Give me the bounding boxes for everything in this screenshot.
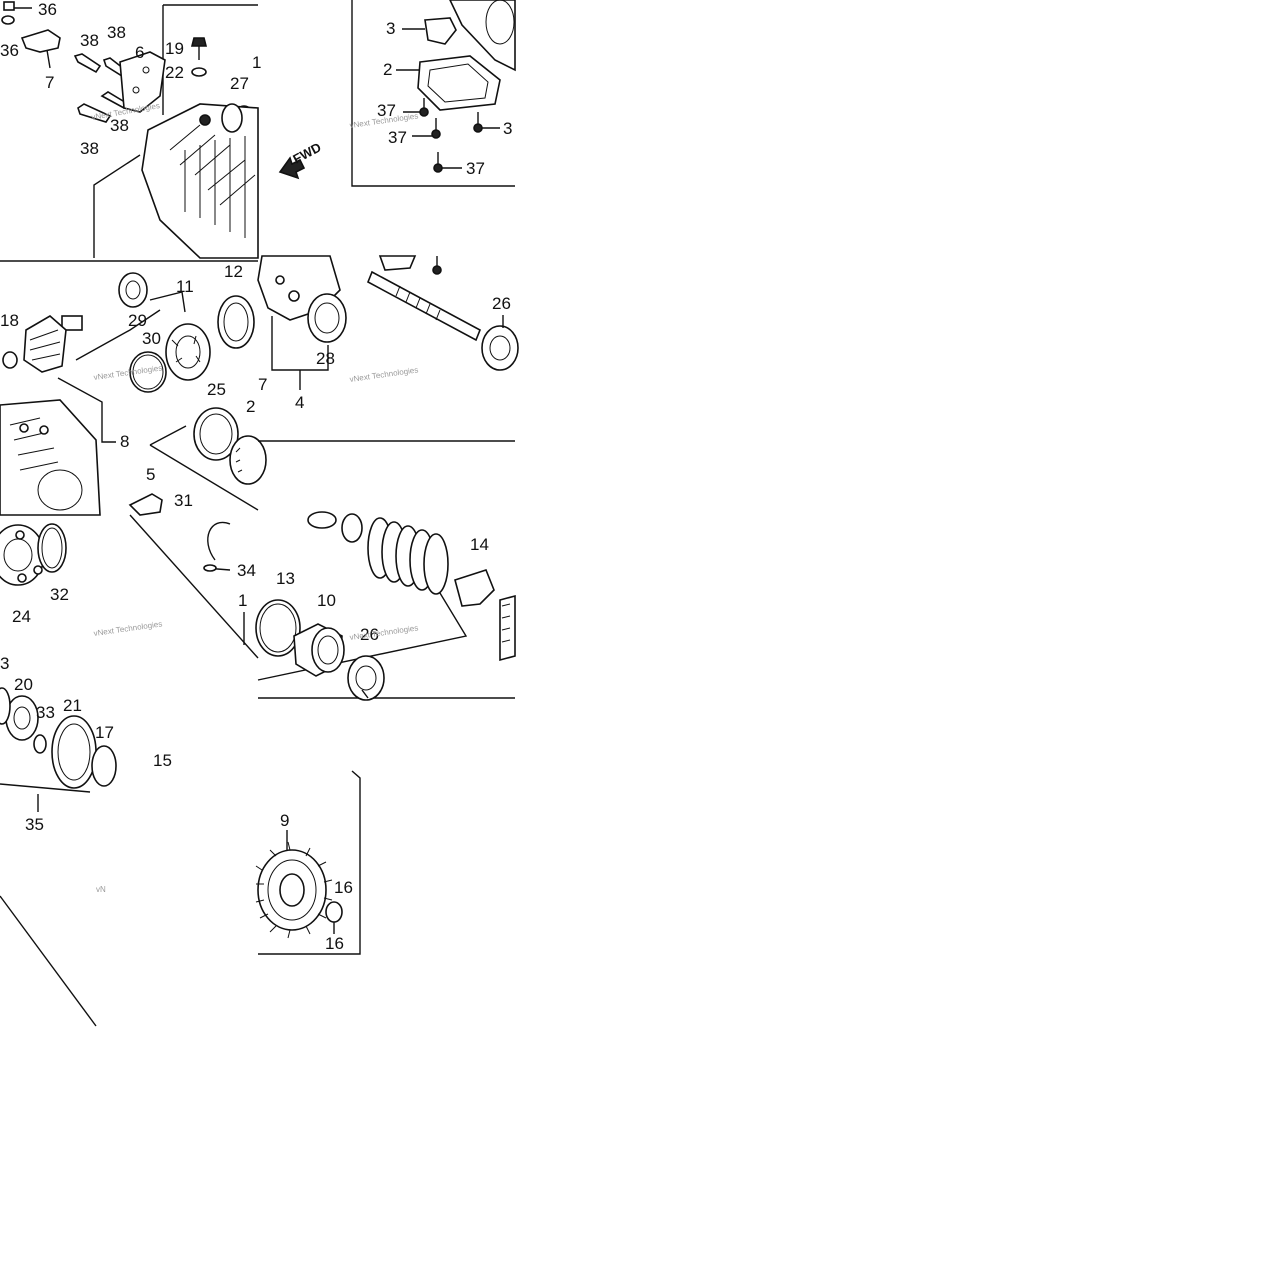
callout-27: 27 [230, 74, 249, 93]
circlip-30-icon [129, 351, 167, 393]
callout-35: 35 [25, 815, 44, 834]
circlip-32-icon [37, 523, 67, 573]
bearing-26-icon [481, 325, 519, 371]
callout-21: 21 [63, 696, 82, 715]
fwd-label: FWD [290, 140, 323, 167]
spring-icon [367, 517, 449, 595]
callout-36a: 36 [38, 0, 57, 19]
watermark-partial: vN [96, 885, 106, 894]
callout-3a: 3 [386, 19, 395, 38]
callout-6: 6 [135, 43, 144, 62]
watermark: vNext Technologies [349, 365, 419, 384]
tile-bottom-middle: 9 16 16 [255, 770, 361, 955]
shim-25-icon [193, 407, 239, 461]
callout-7: 7 [45, 73, 54, 92]
gasket-3-icon [424, 17, 457, 45]
sleeve-10-icon [293, 623, 345, 677]
callout-34: 34 [237, 561, 256, 580]
callout-11: 11 [176, 277, 194, 296]
callout-24: 24 [12, 607, 31, 626]
tile-middle-right: 26 28 7 4 vNext Technologies [257, 255, 519, 442]
callout-5: 5 [146, 465, 155, 484]
callout-10: 10 [317, 591, 336, 610]
clip-5-icon [128, 493, 163, 516]
callout-20: 20 [14, 675, 33, 694]
gear-case-icon [141, 103, 259, 259]
oring-33-icon [33, 734, 47, 754]
tile-top-right: FWD 3 2 37 37 3 37 vNext Technologies [278, 0, 516, 187]
callout-8: 8 [120, 432, 129, 451]
case-8-icon [0, 399, 101, 516]
tile-lower-right: 13 10 26 14 vNext Technologies [255, 511, 516, 701]
callout-4: 4 [295, 393, 304, 412]
watermark: vNext Technologies [93, 619, 163, 638]
bearing-26b-icon [347, 655, 385, 701]
bracket-7-icon [20, 29, 61, 53]
fwd-arrow-icon: FWD [278, 140, 324, 180]
callout-3b: 3 [503, 119, 512, 138]
circlip-16-icon [325, 901, 343, 923]
shaft-icon [366, 255, 482, 342]
callout-36b: 36 [0, 41, 19, 60]
callout-37c: 37 [466, 159, 485, 178]
hose-34-icon [207, 521, 231, 561]
callout-15: 15 [153, 751, 172, 770]
callout-19: 19 [165, 39, 184, 58]
callout-31: 31 [174, 491, 193, 510]
callout-1b: 1 [238, 591, 247, 610]
callout-16a: 16 [334, 878, 353, 897]
callout-38c: 38 [110, 116, 129, 135]
fork-14-icon [454, 569, 495, 607]
pinion-gear-18-icon [2, 315, 83, 373]
callout-17: 17 [95, 723, 114, 742]
seal-29-icon [118, 272, 148, 308]
callout-38b: 38 [107, 23, 126, 42]
callout-37b: 37 [388, 128, 407, 147]
tile-top-left: 36 36 7 38 38 6 19 22 27 1 38 38 vNext T… [0, 0, 261, 259]
callout-18: 18 [0, 311, 19, 330]
callout-29: 29 [128, 311, 147, 330]
callout-3c: 3 [0, 654, 9, 673]
bearing-28-icon [307, 293, 347, 343]
callout-33: 33 [36, 703, 55, 722]
callout-12: 12 [224, 262, 243, 281]
gear-20-icon [0, 687, 39, 741]
hub-24-icon [0, 524, 45, 586]
plate-6-icon [119, 51, 166, 113]
callout-26b: 26 [360, 625, 379, 644]
callout-22: 22 [165, 63, 184, 82]
callout-30: 30 [142, 329, 161, 348]
tile-middle-left: 18 29 11 12 30 25 2 8 5 31 vNext Technol… [0, 260, 267, 516]
tile-lower-left: 32 24 34 1 vNext Technologies [0, 514, 259, 659]
ring-13-icon [255, 599, 301, 657]
callout-13: 13 [276, 569, 295, 588]
callout-2b: 2 [246, 397, 255, 416]
bolt-37-icon [403, 98, 500, 173]
callout-2: 2 [383, 60, 392, 79]
rod-35-icon [0, 783, 91, 793]
callout-16b: 16 [325, 934, 344, 953]
callout-9: 9 [280, 811, 289, 830]
callout-38a: 38 [80, 31, 99, 50]
gear-9-icon [255, 841, 333, 939]
callout-26a: 26 [492, 294, 511, 313]
callout-37a: 37 [377, 101, 396, 120]
callout-1a: 1 [252, 53, 261, 72]
callout-28: 28 [316, 349, 335, 368]
drum-21-icon [51, 715, 97, 789]
callout-38d: 38 [80, 139, 99, 158]
callout-32: 32 [50, 585, 69, 604]
callout-7b: 7 [258, 375, 267, 394]
bolt-36-icon [1, 1, 32, 25]
callout-14: 14 [470, 535, 489, 554]
callout-25: 25 [207, 380, 226, 399]
ring-12-icon [217, 295, 255, 349]
tile-bottom-left: 3 20 33 21 17 15 35 vN [0, 654, 172, 1027]
bolt-19-icon [190, 37, 208, 77]
bearing-11-icon [165, 323, 211, 381]
ring-17-icon [91, 745, 117, 787]
